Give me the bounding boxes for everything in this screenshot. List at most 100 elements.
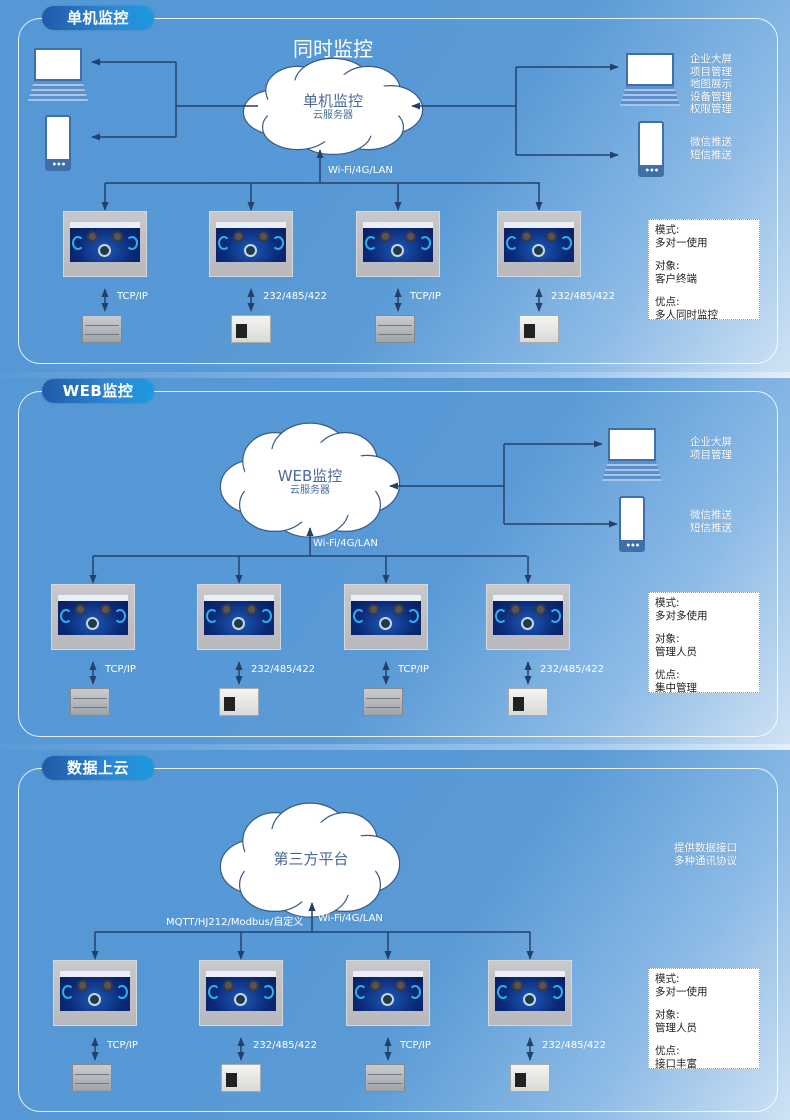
gauge-icon [98, 244, 111, 257]
hmi-touchscreen [197, 584, 281, 650]
target-label: 对象: [655, 633, 680, 645]
feature-item: 权限管理 [690, 103, 732, 115]
gauge-icon [234, 993, 247, 1006]
target-value: 管理人员 [655, 1022, 697, 1034]
plc-ethernet-device [363, 688, 403, 716]
gauge-icon [381, 993, 394, 1006]
gauge-arc-right [407, 609, 419, 623]
mode-value: 多对多使用 [655, 610, 708, 622]
link-protocol-label: 232/485/422 [253, 1040, 317, 1051]
note-item: 多种通讯协议 [674, 854, 737, 867]
hmi-title-bar [216, 222, 286, 228]
gauge-arc-left [365, 236, 377, 250]
gauge-icon [521, 231, 532, 242]
target-value: 管理人员 [655, 646, 697, 658]
advantage-label: 优点: [655, 669, 680, 681]
link-protocol-label: 232/485/422 [251, 664, 315, 675]
hmi-touchscreen [53, 960, 137, 1026]
feature-item: 项目管理 [690, 448, 732, 461]
gauge-arc-right [262, 985, 274, 999]
gauge-icon [379, 617, 392, 630]
info-box-web: 模式: 多对多使用 对象: 管理人员 优点: 集中管理 [648, 592, 760, 694]
gauge-icon [102, 980, 113, 991]
target-value: 客户终端 [655, 273, 697, 285]
plc-ethernet-device [70, 688, 110, 716]
gauge-icon [232, 617, 245, 630]
hmi-touchscreen [346, 960, 430, 1026]
gauge-arc-right [409, 985, 421, 999]
target-label: 对象: [655, 1009, 680, 1021]
hmi-touchscreen [488, 960, 572, 1026]
hmi-screen [216, 222, 286, 262]
plc-ethernet-device [375, 315, 415, 343]
gauge-arc-left [218, 236, 230, 250]
hmi-touchscreen [51, 584, 135, 650]
hmi-title-bar [70, 222, 140, 228]
simultaneous-monitoring-heading: 同时监控 [293, 37, 373, 61]
gauge-arc-right [114, 609, 126, 623]
link-protocol-label: TCP/IP [400, 1040, 431, 1051]
link-protocol-label: 232/485/422 [263, 291, 327, 302]
gauge-icon [233, 231, 244, 242]
section-title-standalone: 单机监控 [42, 6, 154, 30]
gauge-arc-right [272, 236, 284, 250]
hmi-screen [206, 971, 276, 1011]
plc-serial-device [219, 688, 259, 716]
hmi-screen [493, 595, 563, 635]
cloud-side-note: 提供数据接口 多种通讯协议 [674, 842, 737, 867]
hmi-screen [58, 595, 128, 635]
mode-label: 模式: [655, 597, 680, 609]
gauge-icon [221, 604, 232, 615]
hmi-touchscreen [356, 211, 440, 277]
hmi-title-bar [206, 971, 276, 977]
laptop-features: 企业大屏 项目管理 地图展示 设备管理 权限管理 [690, 53, 732, 116]
gauge-icon [87, 231, 98, 242]
gauge-icon [223, 980, 234, 991]
section-title-cloud: 数据上云 [42, 756, 154, 780]
gauge-icon [246, 604, 257, 615]
laptop-icon [620, 53, 680, 106]
advantage-label: 优点: [655, 1045, 680, 1057]
plc-serial-device [519, 315, 559, 343]
hmi-touchscreen [209, 211, 293, 277]
phone-icon [638, 121, 664, 177]
cloud-core [265, 74, 401, 142]
gauge-arc-left [72, 236, 84, 250]
gauge-icon [370, 980, 381, 991]
uplink-label: Wi-Fi/4G/LAN [328, 165, 393, 176]
cloud-core [242, 442, 378, 522]
hmi-title-bar [204, 595, 274, 601]
gauge-icon [546, 231, 557, 242]
cloud-subtitle: 云服务器 [290, 485, 330, 496]
gauge-icon [535, 604, 546, 615]
note-item: 提供数据接口 [674, 842, 737, 854]
laptop-icon [28, 48, 88, 101]
hmi-screen [204, 595, 274, 635]
gauge-icon [368, 604, 379, 615]
gauge-icon [112, 231, 123, 242]
hmi-screen [60, 971, 130, 1011]
hmi-title-bar [353, 971, 423, 977]
hmi-title-bar [363, 222, 433, 228]
hmi-screen [353, 971, 423, 1011]
cloud-core [242, 822, 378, 902]
gauge-arc-right [560, 236, 572, 250]
gauge-arc-left [206, 609, 218, 623]
hmi-title-bar [493, 595, 563, 601]
section-web-frame [18, 391, 778, 737]
hmi-screen [363, 222, 433, 262]
gauge-arc-left [208, 985, 220, 999]
gauge-arc-right [551, 985, 563, 999]
info-box-cloud: 模式: 多对一使用 对象: 管理人员 优点: 接口丰富 [648, 968, 760, 1070]
uplink-label: Wi-Fi/4G/LAN [318, 913, 383, 924]
phone-features: 微信推送 短信推送 [690, 509, 732, 534]
gauge-arc-left [506, 236, 518, 250]
gauge-arc-left [60, 609, 72, 623]
gauge-arc-left [497, 985, 509, 999]
plc-serial-device [231, 315, 271, 343]
advantage-value: 多人同时监控 [655, 309, 718, 321]
cloud-standalone: 单机监控 云服务器 [258, 92, 408, 122]
gauge-arc-left [353, 609, 365, 623]
uplink-label: Wi-Fi/4G/LAN [313, 538, 378, 549]
